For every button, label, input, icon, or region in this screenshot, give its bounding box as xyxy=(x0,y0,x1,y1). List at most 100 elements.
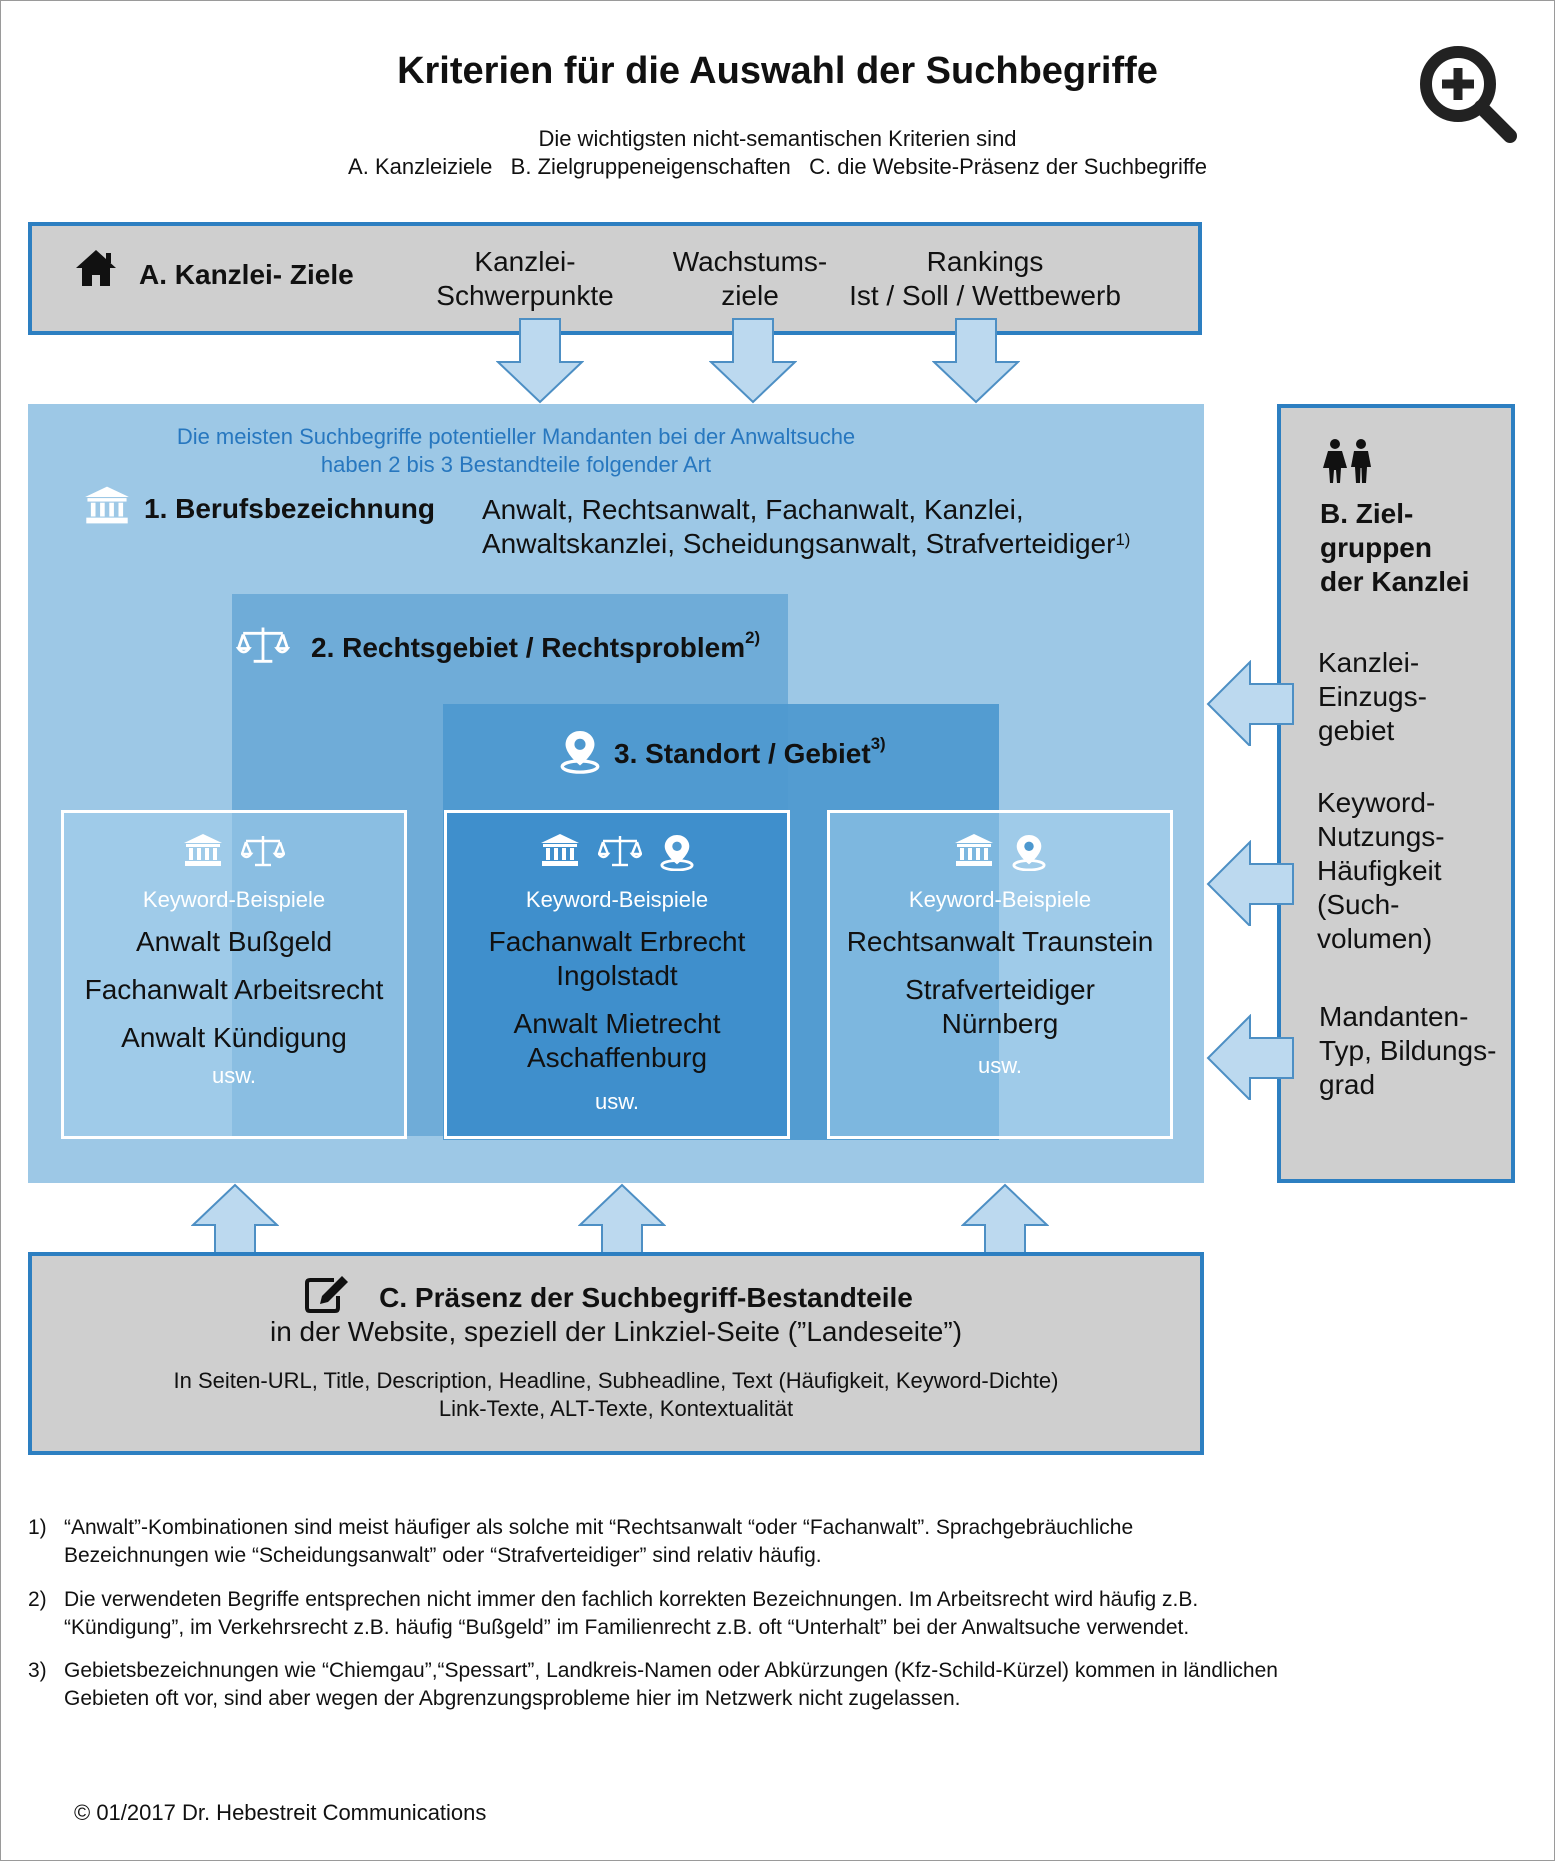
item-3-title: 3. Standort / Gebiet3) xyxy=(614,734,886,770)
footnote-line: Die verwendeten Begriffe entsprechen nic… xyxy=(64,1588,1199,1611)
section-c-line-4: Link-Texte, ALT-Texte, Kontextualität xyxy=(438,1396,794,1421)
keyword-example: Anwalt Kündigung xyxy=(121,1022,347,1053)
building-icon xyxy=(84,485,130,525)
b-item-1-line: gebiet xyxy=(1318,715,1395,746)
footnote-number: 1) xyxy=(28,1516,47,1539)
b-item-2-line: Häufigkeit xyxy=(1317,855,1442,886)
item-2-title-text: 2. Rechtsgebiet / Rechtsproblem xyxy=(311,632,746,663)
section-c-line-3: In Seiten-URL, Title, Description, Headl… xyxy=(173,1368,1059,1393)
section-c-subtitle: in der Website, speziell der Linkziel-Se… xyxy=(269,1316,963,1347)
scales-icon xyxy=(598,833,642,869)
footnote-ref-2: 2) xyxy=(745,628,761,647)
section-b-title: B. Ziel- gruppen der Kanzlei xyxy=(1320,497,1469,599)
item-1-line-1: Anwalt, Rechtsanwalt, Fachanwalt, Kanzle… xyxy=(482,494,1024,525)
b-item-2-line: volumen) xyxy=(1317,923,1433,954)
b-item-2-line: Nutzungs- xyxy=(1317,821,1445,852)
copyright: © 01/2017 Dr. Hebestreit Communications xyxy=(74,1800,487,1825)
arrow-left-icon xyxy=(1206,660,1294,746)
arrow-down-icon xyxy=(496,318,584,404)
keyword-example: Fachanwalt Erbrecht xyxy=(488,926,746,957)
section-b-title-line-1: B. Ziel- xyxy=(1320,498,1414,529)
keyword-box-heading: Keyword-Beispiele xyxy=(525,887,709,912)
scales-icon xyxy=(236,624,290,666)
section-c-title: C. Präsenz der Suchbegriff-Bestandteile xyxy=(379,1282,913,1313)
keyword-example: Nürnberg xyxy=(941,1008,1059,1039)
edit-icon xyxy=(305,1276,348,1313)
keyword-box-2-icons xyxy=(447,833,787,877)
footnote-line: Gebieten oft vor, sind aber wegen der Ab… xyxy=(64,1687,961,1710)
keyword-example: Strafverteidiger xyxy=(905,974,1095,1005)
intro-text: Die meisten Suchbegriffe potentieller Ma… xyxy=(28,423,1004,479)
col-1-line-2: Schwerpunkte xyxy=(436,280,614,311)
section-b-title-line-2: gruppen xyxy=(1320,532,1432,563)
col-3-line-1: Rankings xyxy=(926,246,1044,277)
footnote-text: “Anwalt”-Kombinationen sind meist häufig… xyxy=(64,1514,1494,1570)
scales-icon xyxy=(241,833,285,869)
building-icon xyxy=(540,833,580,867)
keyword-box-3-icons xyxy=(830,833,1170,877)
item-3-title-text: 3. Standort / Gebiet xyxy=(614,738,871,769)
section-a-box xyxy=(28,222,1202,335)
keyword-box-2: Keyword-Beispiele Fachanwalt Erbrecht In… xyxy=(444,810,790,1139)
section-b-title-line-3: der Kanzlei xyxy=(1320,566,1470,597)
keyword-box-1-icons xyxy=(64,833,404,877)
subtitle-line-2: A. Kanzleiziele B. Zielgruppeneigenschaf… xyxy=(348,154,1207,179)
col-2-line-1: Wachstums- xyxy=(672,246,828,277)
location-pin-icon xyxy=(1012,833,1046,871)
section-b-item-3: Mandanten- Typ, Bildungs- grad xyxy=(1319,1000,1496,1102)
home-icon xyxy=(76,250,116,286)
footnote-ref-3: 3) xyxy=(870,734,886,753)
keyword-example: Ingolstadt xyxy=(556,960,678,991)
item-1-line-2: Anwaltskanzlei, Scheidungsanwalt, Strafv… xyxy=(482,528,1116,559)
arrow-down-icon xyxy=(932,318,1020,404)
keyword-box-heading: Keyword-Beispiele xyxy=(142,887,326,912)
item-2-title: 2. Rechtsgebiet / Rechtsproblem2) xyxy=(311,628,760,664)
b-item-3-line: Mandanten- xyxy=(1319,1001,1469,1032)
building-icon xyxy=(954,833,994,867)
section-c-box xyxy=(28,1252,1204,1455)
section-a-col-3: Rankings Ist / Soll / Wettbewerb xyxy=(825,245,1145,313)
footnote-number: 2) xyxy=(28,1588,47,1611)
b-item-1-line: Einzugs- xyxy=(1318,681,1427,712)
section-b-item-1: Kanzlei- Einzugs- gebiet xyxy=(1318,646,1427,748)
location-pin-icon xyxy=(660,833,694,871)
keyword-example: Fachanwalt Arbeitsrecht xyxy=(84,974,384,1005)
intro-line-1: Die meisten Suchbegriffe potentieller Ma… xyxy=(176,424,856,449)
subtitle-line-1: Die wichtigsten nicht-semantischen Krite… xyxy=(538,126,1017,151)
item-1-examples: Anwalt, Rechtsanwalt, Fachanwalt, Kanzle… xyxy=(482,493,1130,561)
zoom-in-icon[interactable] xyxy=(1418,44,1518,144)
keyword-box-3: Keyword-Beispiele Rechtsanwalt Traunstei… xyxy=(827,810,1173,1139)
page-title: Kriterien für die Auswahl der Suchbegrif… xyxy=(397,50,1158,92)
footnote-ref-1: 1) xyxy=(1115,530,1131,549)
keyword-example: Anwalt Bußgeld xyxy=(135,926,333,957)
keyword-box-1: Keyword-Beispiele Anwalt Bußgeld Fachanw… xyxy=(61,810,407,1139)
b-item-3-line: grad xyxy=(1319,1069,1376,1100)
footnote-line: “Kündigung”, im Verkehrsrecht z.B. häufi… xyxy=(64,1616,1190,1639)
footnote-line: “Anwalt”-Kombinationen sind meist häufig… xyxy=(64,1516,1134,1539)
people-icon xyxy=(1323,439,1371,483)
col-2-line-2: ziele xyxy=(721,280,779,311)
section-b-box xyxy=(1277,404,1515,1183)
footnote-line: Bezeichnungen wie “Scheidungsanwalt” ode… xyxy=(64,1544,822,1567)
intro-line-2: haben 2 bis 3 Bestandteile folgender Art xyxy=(320,452,712,477)
arrow-down-icon xyxy=(709,318,797,404)
col-3-line-2: Ist / Soll / Wettbewerb xyxy=(849,280,1121,311)
item-1-title: 1. Berufsbezeichnung xyxy=(144,493,435,524)
section-a-col-2: Wachstums- ziele xyxy=(640,245,860,313)
b-item-3-line: Typ, Bildungs- xyxy=(1319,1035,1497,1066)
location-pin-icon xyxy=(560,728,600,774)
keyword-more: usw. xyxy=(211,1063,257,1088)
building-icon xyxy=(183,833,223,867)
arrow-left-icon xyxy=(1206,1014,1294,1100)
section-a-col-1: Kanzlei- Schwerpunkte xyxy=(405,245,645,313)
keyword-example: Anwalt Mietrecht xyxy=(513,1008,721,1039)
b-item-2-line: Keyword- xyxy=(1317,787,1436,818)
section-b-item-2: Keyword- Nutzungs- Häufigkeit (Such- vol… xyxy=(1317,786,1445,956)
col-1-line-1: Kanzlei- xyxy=(474,246,576,277)
keyword-example: Aschaffenburg xyxy=(526,1042,708,1073)
b-item-2-line: (Such- xyxy=(1317,889,1400,920)
keyword-example: Rechtsanwalt Traunstein xyxy=(846,926,1154,957)
keyword-box-heading: Keyword-Beispiele xyxy=(908,887,1092,912)
footnote-line: Gebietsbezeichnungen wie “Chiemgau”,“Spe… xyxy=(64,1659,1278,1682)
footnote-text: Gebietsbezeichnungen wie “Chiemgau”,“Spe… xyxy=(64,1657,1494,1713)
